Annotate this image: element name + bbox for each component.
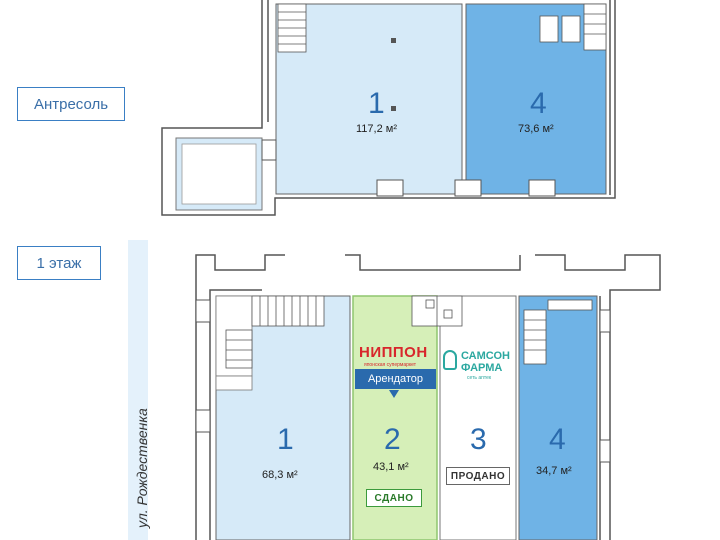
mezz-windows [261,139,556,197]
ground-windows [195,299,611,463]
ground-room-3-number: 3 [470,423,487,456]
ground-room-1-area: 68,3 м² [262,469,298,481]
ground-room-2-area: 43,1 м² [373,461,409,473]
mezz-room-1 [275,3,463,195]
mezz-stairs [277,3,307,53]
mezz-room-4-area: 73,6 м² [518,123,554,135]
ground-room-4-area: 34,7 м² [536,465,572,477]
ground-floor-label: 1 этаж [17,246,101,280]
mezz-toilets [539,3,607,51]
street-strip [128,240,148,540]
ground-room-1-number: 1 [277,423,294,456]
ground-toilets [411,295,463,327]
room-3-status-badge: ПРОДАНО [446,467,510,485]
pharmacy-name-line2: ФАРМА [461,362,503,374]
mezzanine-walls [161,0,616,216]
ground-room-4-number: 4 [549,423,566,456]
tenant-badge: Арендатор [355,369,436,389]
ground-room-3 [439,295,517,540]
mezzanine-label: Антресоль [17,87,125,121]
room-2-status-badge: СДАНО [366,489,422,507]
ground-room1-stairs [225,295,325,369]
mezz-room-4-number: 4 [530,87,547,120]
tenant-arrow [389,390,399,398]
pharmacy-subtitle: сеть аптек [467,375,492,381]
tenant-logo-subtitle: японская супермаркет [364,362,417,368]
ground-room-2-number: 2 [384,423,401,456]
mezz-room-4 [465,3,607,195]
mezz-room-1-number: 1 [368,87,385,120]
pharmacy-icon [443,350,457,370]
pharmacy-name-line1: САМСОН [461,350,510,362]
street-name: ул. Рождественка [134,408,150,528]
mezz-room-1-area: 117,2 м² [356,123,397,135]
ground-walls [195,254,661,540]
tenant-logo: НИППОН [359,344,428,361]
ground-room4-stairs [523,299,593,365]
